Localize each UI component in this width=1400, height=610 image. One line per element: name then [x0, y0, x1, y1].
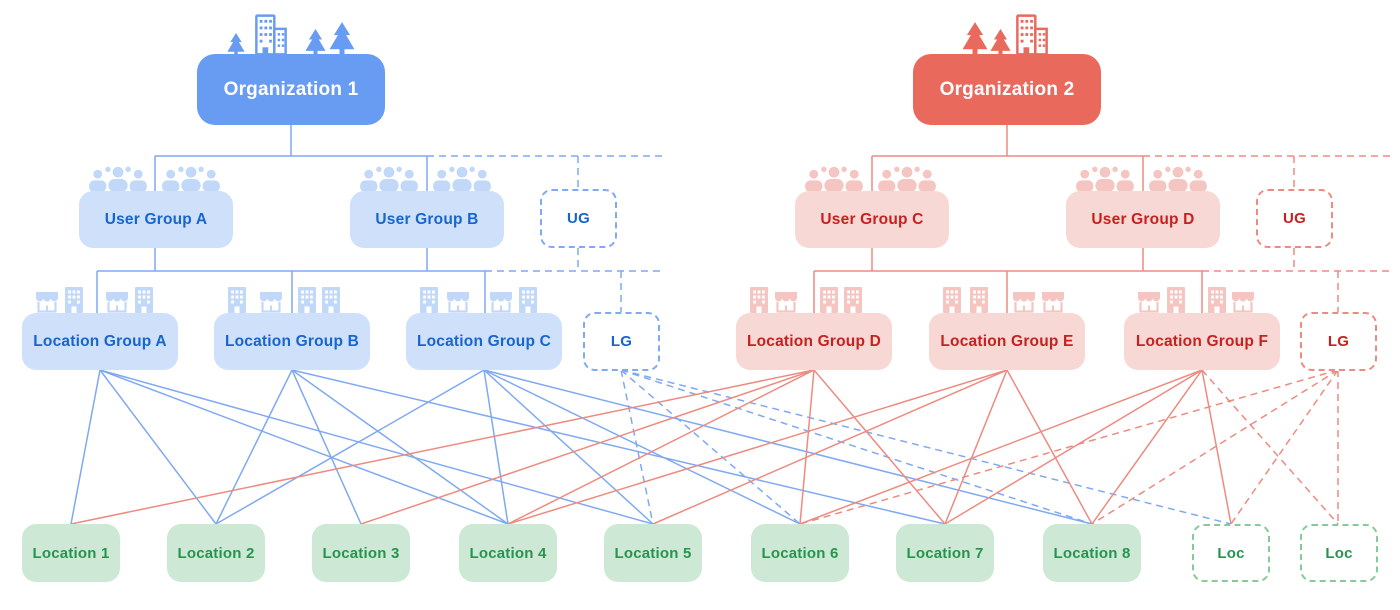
building-icon [418, 285, 440, 313]
location-group-f-node: Location Group F [1124, 313, 1280, 370]
location-6-node: Location 6 [751, 524, 849, 582]
tree-icon [305, 29, 326, 57]
office-building-icon [1015, 13, 1049, 57]
storefront-icon [1136, 289, 1162, 313]
building-icon [1165, 285, 1187, 313]
location-group-c-node: Location Group C [406, 313, 562, 370]
storefront-icon [104, 289, 130, 313]
user-group-b-node: User Group B [350, 191, 504, 248]
building-icon [517, 285, 539, 313]
location-placeholder-2: Loc [1300, 524, 1378, 582]
location-group-placeholder-red: LG [1300, 312, 1377, 371]
location-group-b-node: Location Group B [214, 313, 370, 370]
storefront-icon [773, 289, 799, 313]
user-group-d-node: User Group D [1066, 191, 1220, 248]
building-icon [941, 285, 963, 313]
tree-icon [990, 29, 1011, 57]
building-icon [133, 285, 155, 313]
storefront-icon [1011, 289, 1037, 313]
storefront-icon [1230, 289, 1256, 313]
location-group-d-node: Location Group D [736, 313, 892, 370]
location-group-a-node: Location Group A [22, 313, 178, 370]
user-group-placeholder-red: UG [1256, 189, 1333, 248]
user-group-a-node: User Group A [79, 191, 233, 248]
people-group-icon [803, 165, 865, 192]
people-group-icon [1147, 165, 1209, 192]
office-building-icon [254, 13, 288, 57]
people-group-icon [87, 165, 149, 192]
building-icon [320, 285, 342, 313]
storefront-icon [1040, 289, 1066, 313]
building-icon [968, 285, 990, 313]
location-3-node: Location 3 [312, 524, 410, 582]
location-5-node: Location 5 [604, 524, 702, 582]
user-group-c-node: User Group C [795, 191, 949, 248]
location-group-placeholder-blue: LG [583, 312, 660, 371]
people-group-icon [431, 165, 493, 192]
location-4-node: Location 4 [459, 524, 557, 582]
building-icon [63, 285, 85, 313]
location-2-node: Location 2 [167, 524, 265, 582]
location-7-node: Location 7 [896, 524, 994, 582]
building-icon [296, 285, 318, 313]
location-placeholder-1: Loc [1192, 524, 1270, 582]
organization-1-node: Organization 1 [197, 54, 385, 125]
location-1-node: Location 1 [22, 524, 120, 582]
storefront-icon [258, 289, 284, 313]
storefront-icon [488, 289, 514, 313]
building-icon [1206, 285, 1228, 313]
storefront-icon [445, 289, 471, 313]
tree-icon [329, 22, 355, 57]
location-8-node: Location 8 [1043, 524, 1141, 582]
people-group-icon [358, 165, 420, 192]
location-group-e-node: Location Group E [929, 313, 1085, 370]
building-icon [818, 285, 840, 313]
building-icon [226, 285, 248, 313]
people-group-icon [160, 165, 222, 192]
user-group-placeholder-blue: UG [540, 189, 617, 248]
people-group-icon [1074, 165, 1136, 192]
storefront-icon [34, 289, 60, 313]
organization-2-node: Organization 2 [913, 54, 1101, 125]
building-icon [748, 285, 770, 313]
people-group-icon [876, 165, 938, 192]
tree-icon [962, 22, 988, 57]
building-icon [842, 285, 864, 313]
